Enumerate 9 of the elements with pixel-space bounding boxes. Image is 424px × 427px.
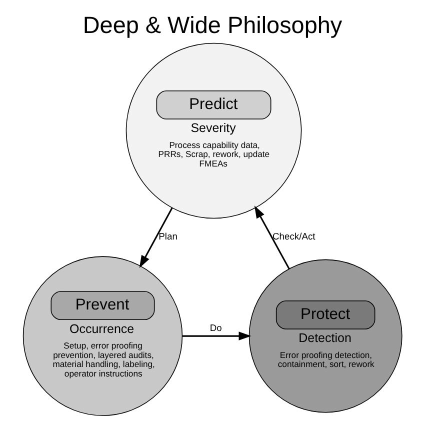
arrow	[182, 332, 251, 340]
node-circle: Prevent Occurrence Setup, error proofing prevention, layered audits, material handling, labeling, operator instructions	[22, 256, 182, 416]
arrow	[138, 207, 172, 268]
diagram-title: Deep & Wide Philosophy	[82, 12, 342, 38]
edge-label: Do	[209, 323, 222, 334]
arrow	[254, 206, 290, 270]
edge-label: Check/Act	[272, 232, 315, 242]
edge-label: Plan	[158, 232, 177, 242]
node-circle: Protect Detection Error proofing detection, containment, sort, rework	[248, 259, 402, 413]
